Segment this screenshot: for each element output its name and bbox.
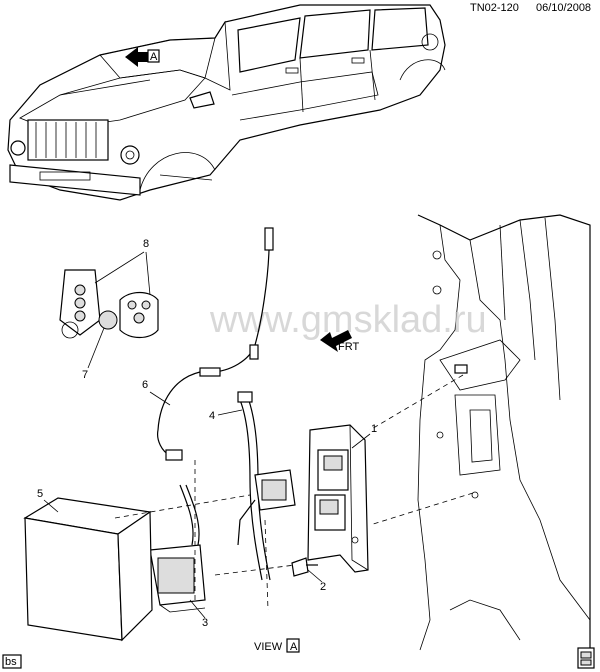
view-marker-letter: A xyxy=(150,51,158,63)
corner-tag-box xyxy=(2,654,22,669)
view-marker-box xyxy=(147,49,160,63)
callout-8: 8 xyxy=(143,238,149,250)
view-letter-box xyxy=(286,638,300,653)
document-icon xyxy=(577,647,595,669)
part-8-keyless-remotes xyxy=(59,269,159,339)
callout-2: 2 xyxy=(320,581,326,593)
callout-6: 6 xyxy=(142,379,148,391)
front-arrow-icon xyxy=(320,330,352,352)
diagram-code: TN02-120 xyxy=(470,2,519,14)
callout-4: 4 xyxy=(209,410,215,422)
part-3-connector xyxy=(149,484,206,613)
front-direction-indicator: FRT xyxy=(320,330,359,353)
part-2-fastener xyxy=(291,557,318,577)
callout-5: 5 xyxy=(37,488,43,500)
callout-3: 3 xyxy=(202,617,208,629)
view-letter: A xyxy=(290,641,298,653)
diagram-date: 06/10/2008 xyxy=(536,2,591,14)
callout-1: 1 xyxy=(371,423,377,435)
vehicle-illustration: A xyxy=(7,4,446,201)
view-arrow-icon xyxy=(125,47,148,67)
corner-tag: bs xyxy=(5,656,17,668)
view-label: VIEW xyxy=(254,641,283,653)
part-5-cover xyxy=(23,497,153,642)
part-1-control-module xyxy=(307,424,369,573)
part-4-wiring-harness xyxy=(237,391,296,581)
body-pillar-illustration xyxy=(369,214,591,651)
callout-7: 7 xyxy=(82,369,88,381)
front-label: FRT xyxy=(338,341,359,353)
part-6-antenna-cable xyxy=(157,227,274,461)
